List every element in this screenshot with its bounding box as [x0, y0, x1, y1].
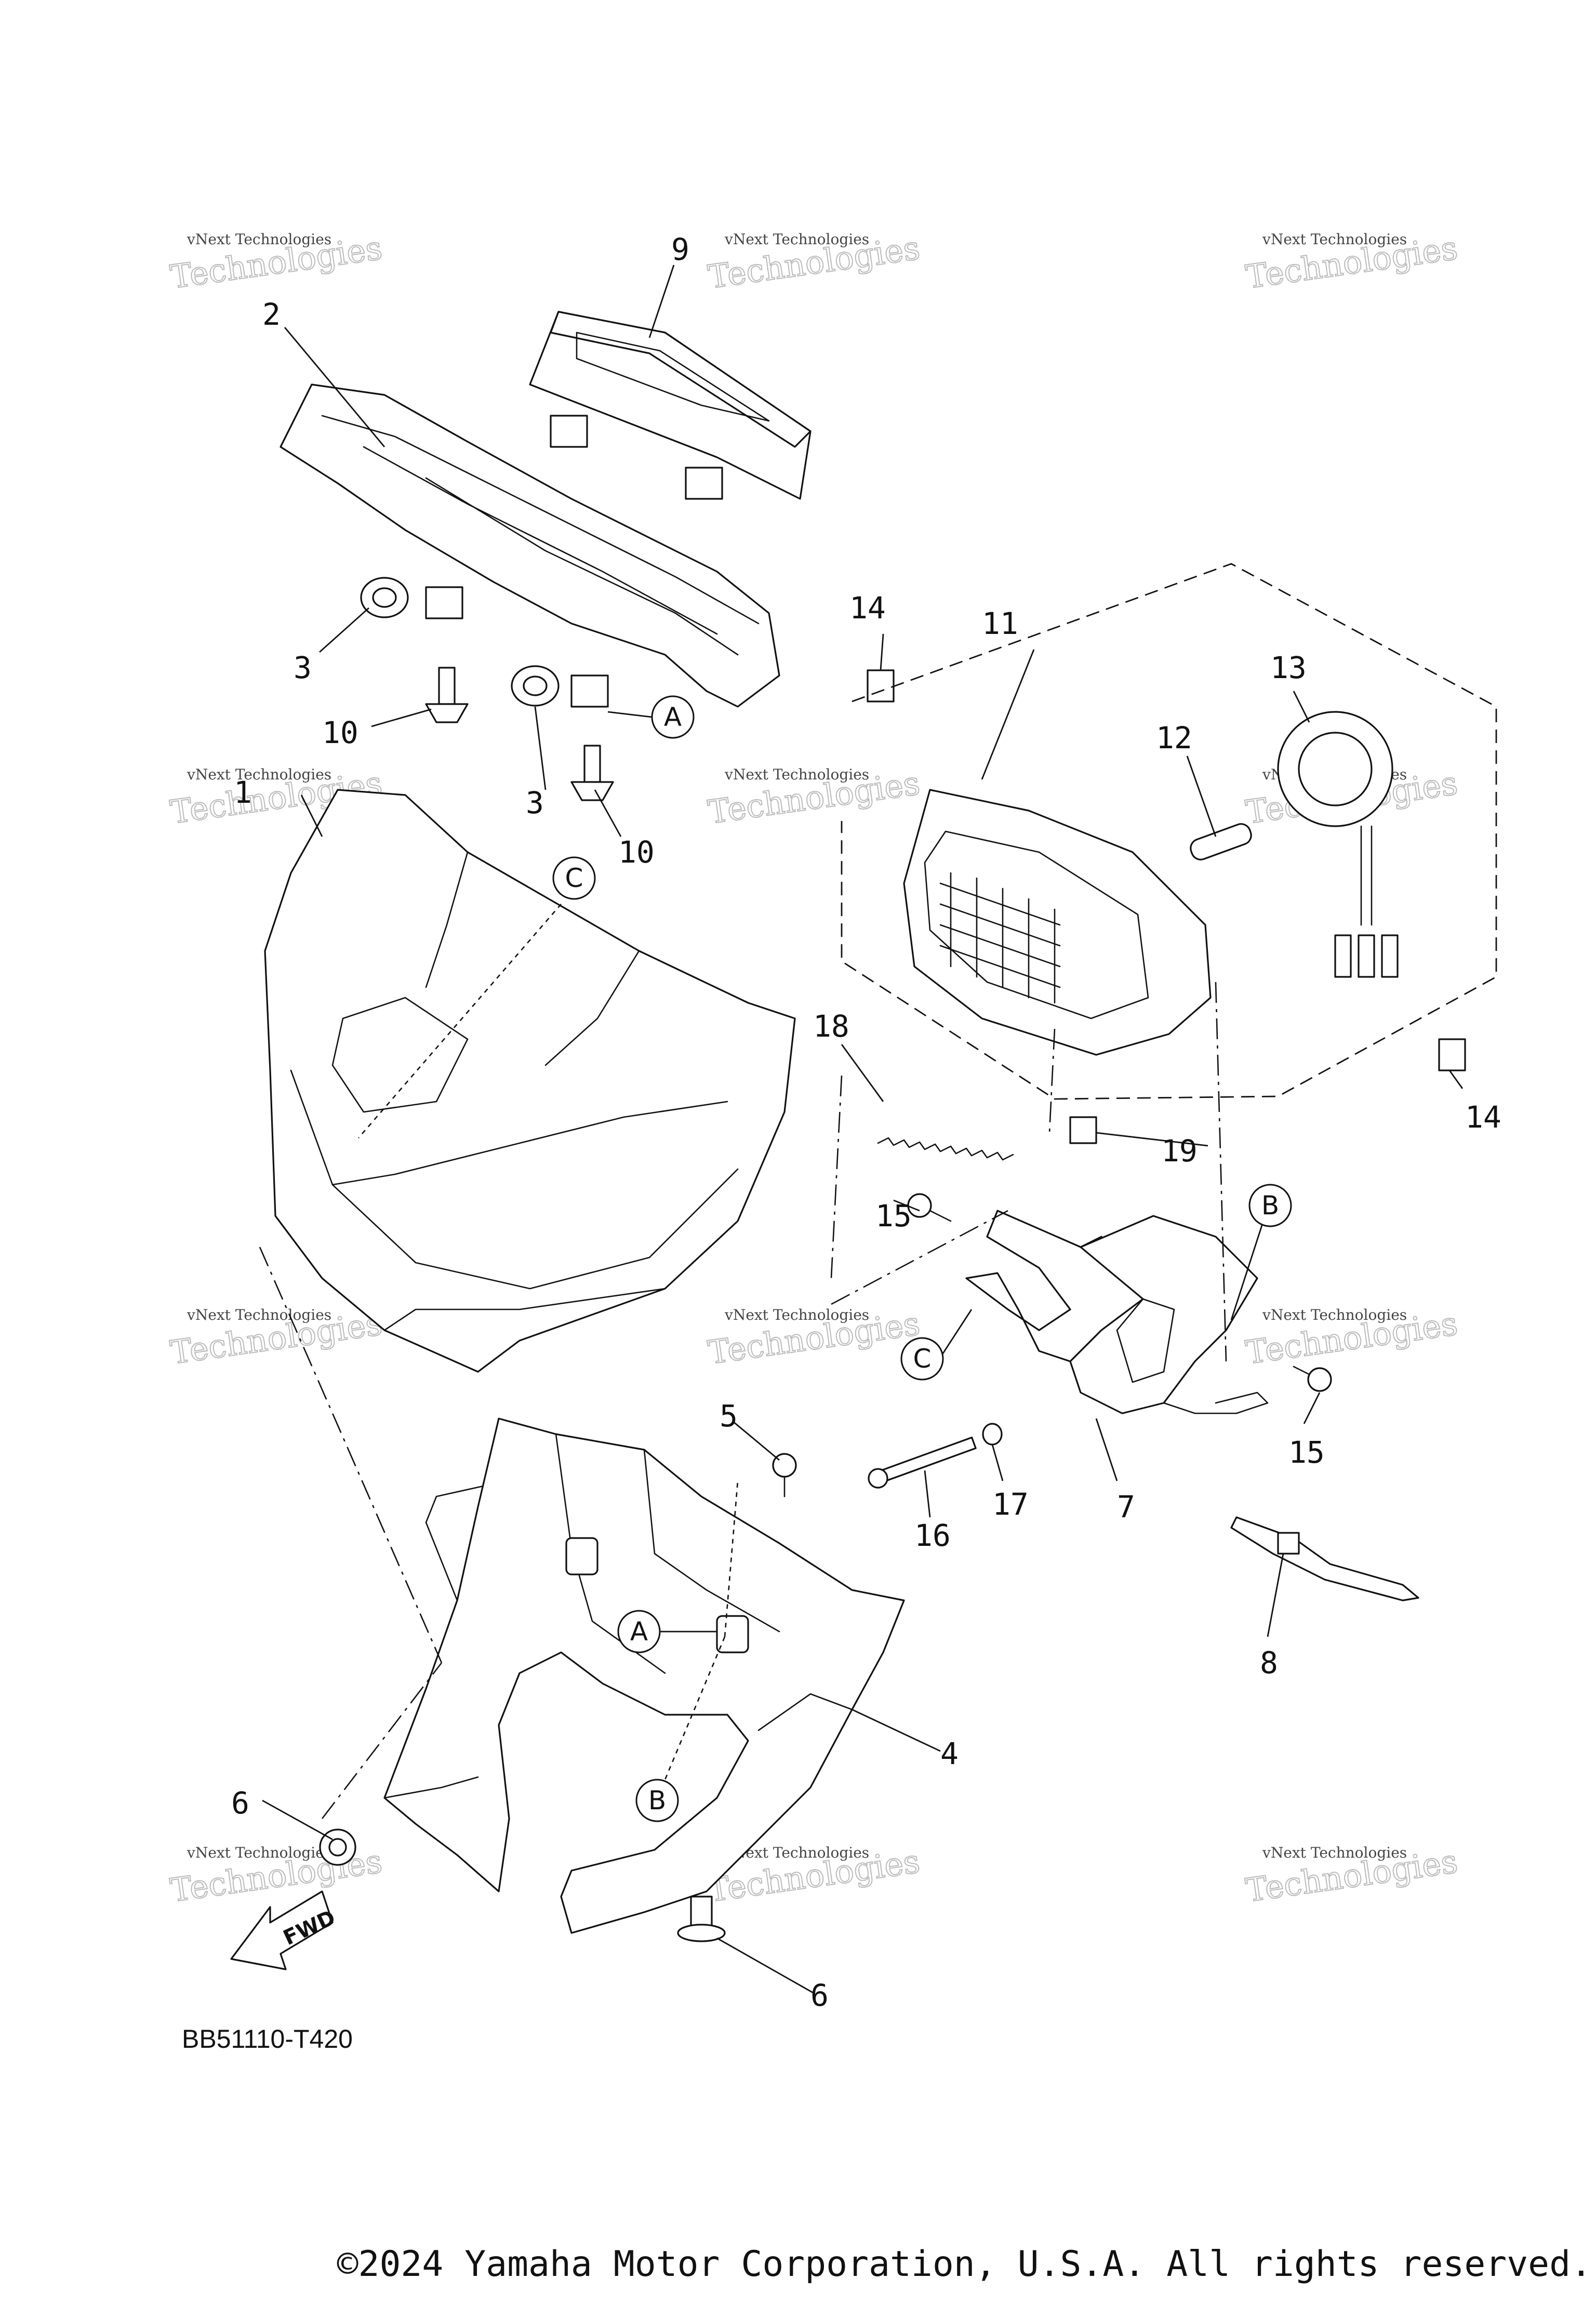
- meter-cover: [280, 383, 780, 708]
- callout-7: 7: [1117, 1489, 1135, 1525]
- ref-A-top: A: [664, 702, 682, 732]
- watermark-text: vNext Technologies: [724, 766, 869, 783]
- clip-19: [1069, 1116, 1097, 1144]
- callout-10-right: 10: [618, 834, 655, 870]
- callout-6-left: 6: [231, 1785, 249, 1821]
- callout-5: 5: [720, 1398, 738, 1434]
- callout-17: 17: [992, 1487, 1029, 1522]
- copyright-notice: ©2024 Yamaha Motor Corporation, U.S.A. A…: [337, 2244, 1592, 2285]
- headlight-cowl: [264, 789, 796, 1373]
- watermark-text: vNext Technologies: [187, 1306, 331, 1323]
- callout-4: 4: [940, 1736, 959, 1771]
- callout-11: 11: [982, 606, 1018, 641]
- callout-2: 2: [262, 297, 281, 332]
- callout-15-right: 15: [1288, 1435, 1325, 1470]
- clip-14-top: [867, 669, 895, 703]
- fwd-arrow: FWD: [230, 1890, 339, 1970]
- ref-B-bottom: B: [648, 1785, 666, 1816]
- meter-assembly: [529, 311, 812, 500]
- watermark-text: vNext Technologies: [724, 231, 869, 248]
- reference-markers: A A C C B B: [552, 695, 1292, 1822]
- callout-14-top: 14: [849, 590, 886, 626]
- headlight-unit: [903, 789, 1212, 1056]
- ref-A-bottom: A: [630, 1617, 648, 1647]
- callout-16: 16: [914, 1518, 951, 1553]
- callout-19: 19: [1161, 1133, 1198, 1169]
- callout-14-right: 14: [1465, 1099, 1501, 1135]
- watermark-text: vNext Technologies: [187, 766, 331, 783]
- watermark-text: vNext Technologies: [1262, 231, 1407, 248]
- callout-18: 18: [813, 1009, 849, 1044]
- watermark-text: vNext Technologies: [1262, 1844, 1407, 1861]
- clip-14-right: [1438, 1038, 1466, 1071]
- ref-C-bottom: C: [913, 1344, 932, 1374]
- callout-10-left: 10: [322, 715, 358, 750]
- callout-1: 1: [234, 775, 252, 810]
- ref-B-right: B: [1261, 1190, 1279, 1221]
- adjusting-spring: [877, 1137, 1014, 1161]
- watermark-text: vNext Technologies: [187, 1844, 331, 1861]
- callout-9: 9: [671, 232, 689, 267]
- callout-numbers: 9 2 3 10 3 10 1 14 11 13 12 14 19 18 15 …: [231, 232, 1501, 2013]
- headlight-stay: [965, 1210, 1269, 1414]
- cable-tie: [1230, 1516, 1419, 1601]
- headlight-lens-grid: [939, 872, 1061, 1004]
- ref-C-top: C: [565, 863, 583, 893]
- watermark-text: vNext Technologies: [724, 1306, 869, 1323]
- bolt-16-washer-17: [868, 1423, 1003, 1489]
- grommets-bolts: [360, 577, 614, 801]
- callout-3-left: 3: [294, 650, 312, 685]
- callout-12: 12: [1156, 720, 1192, 756]
- watermark-text: vNext Technologies: [1262, 1306, 1407, 1323]
- bulb-and-socket: [1190, 711, 1399, 978]
- callout-8: 8: [1260, 1645, 1278, 1680]
- callout-13: 13: [1270, 650, 1307, 685]
- watermark-text: vNext Technologies: [187, 231, 331, 248]
- diagram-code: BB51110-T420: [182, 2024, 353, 2054]
- callout-15-left: 15: [875, 1198, 912, 1234]
- callout-6-bottom: 6: [810, 1978, 829, 2013]
- bolts-15: [907, 1193, 1332, 1392]
- callout-3-right: 3: [526, 785, 544, 820]
- leader-lines: [262, 264, 1464, 1994]
- guide-lines: [259, 904, 1227, 1819]
